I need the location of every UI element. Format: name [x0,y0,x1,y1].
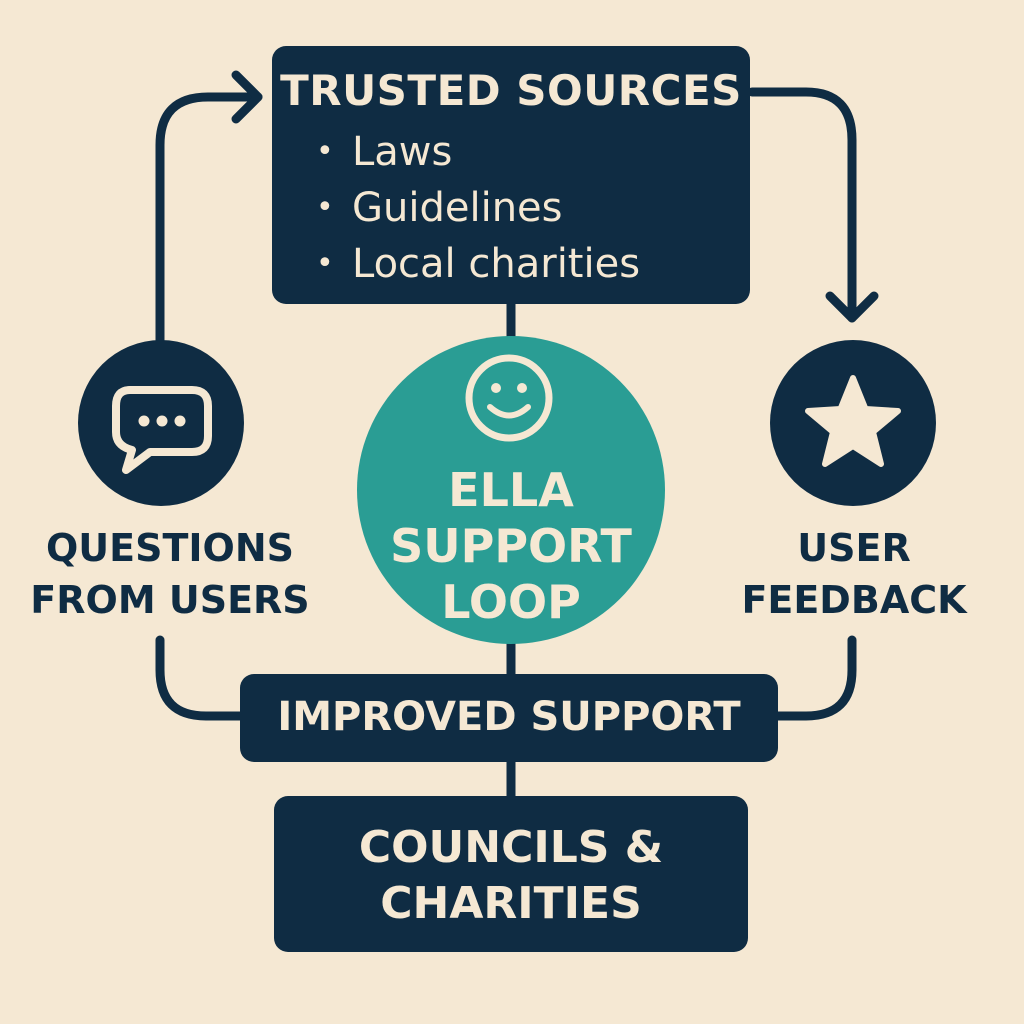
arrowhead-into-sources [231,70,263,124]
source-item-guidelines: Guidelines [352,185,563,231]
councils-line2: CHARITIES [380,878,642,929]
star-icon [805,375,901,467]
feedback-label-line2: FEEDBACK [741,578,967,622]
line-questions-to-improved [155,635,245,721]
questions-label-line1: QUESTIONS [45,526,295,570]
trusted-sources-box: TRUSTED SOURCES • Laws • Guidelines • Local… [272,46,750,304]
bullet-icon: • [316,190,334,225]
center-line2: SUPPORT [390,519,632,573]
questions-circle [78,340,244,506]
source-item-local-charities: Local charities [352,241,641,287]
list-item: • Guidelines [316,180,640,236]
list-item: • Laws [316,124,640,180]
feedback-label-line1: USER [797,526,911,570]
bullet-icon: • [316,134,334,169]
councils-line1: COUNCILS & [358,822,664,873]
line-feedback-to-improved [773,635,857,721]
improved-support-label: IMPROVED SUPPORT [277,694,741,740]
councils-charities-box: COUNCILS & CHARITIES [274,796,748,952]
arrow-questions-to-sources [155,92,263,345]
arrow-sources-to-feedback [747,87,857,323]
bullet-icon: • [316,246,334,281]
speech-bubble-icon [112,386,212,474]
source-item-laws: Laws [352,129,453,175]
questions-from-users-label: QUESTIONS FROM USERS [20,522,320,626]
smiley-face-icon [465,354,553,442]
center-line3: LOOP [441,575,581,629]
list-item: • Local charities [316,236,640,292]
improved-support-box: IMPROVED SUPPORT [240,674,778,762]
user-feedback-label: USER FEEDBACK [724,522,984,626]
user-feedback-circle [770,340,936,506]
ella-support-loop-circle: ELLA SUPPORT LOOP [357,336,665,644]
questions-label-line2: FROM USERS [30,578,310,622]
councils-charities-label: COUNCILS & CHARITIES [274,820,748,932]
trusted-sources-title: TRUSTED SOURCES [280,66,742,115]
center-line1: ELLA [448,463,574,517]
ella-support-loop-title: ELLA SUPPORT LOOP [357,462,665,630]
arrowhead-into-feedback [825,291,879,323]
trusted-sources-list: • Laws • Guidelines • Local charities [316,124,640,292]
